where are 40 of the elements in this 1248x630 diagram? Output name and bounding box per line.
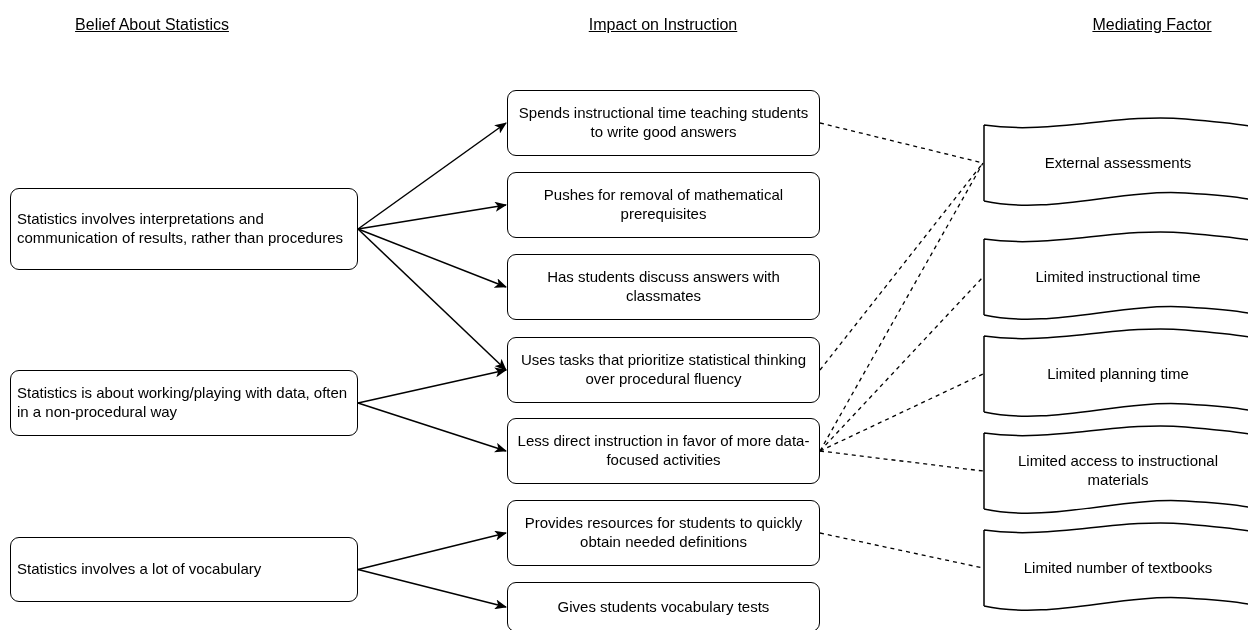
arrow <box>357 201 507 230</box>
node-text: Limited number of textbooks <box>1023 558 1213 578</box>
column-heading: Impact on Instruction <box>588 16 738 34</box>
rounded-box <box>507 418 820 484</box>
rounded-box <box>10 370 358 436</box>
dashed-connector <box>819 373 984 452</box>
arrow <box>357 367 507 404</box>
arrow <box>357 530 507 571</box>
rounded-box <box>507 337 820 403</box>
node-text: Limited planning time <box>1047 364 1189 384</box>
column-heading: Mediating Factor <box>1092 16 1212 34</box>
node-text: Gives students vocabulary tests <box>557 597 770 617</box>
arrow <box>357 122 507 230</box>
dashed-connector <box>819 276 984 452</box>
dashed-connector <box>819 162 984 371</box>
rounded-box <box>10 188 358 270</box>
node-text: Provides resources for students to quickly obtain needed definitions <box>523 514 804 552</box>
rounded-box <box>507 582 820 630</box>
rounded-box <box>507 254 820 320</box>
rounded-box <box>10 537 358 602</box>
dashed-connector <box>819 450 984 472</box>
arrow <box>357 568 507 610</box>
node-text: Pushes for removal of mathematical prerequisites <box>542 186 785 224</box>
arrow <box>357 402 507 453</box>
node-text: Uses tasks that prioritize statistical thinking over procedural fluency <box>519 351 808 389</box>
node-text: External assessments <box>1044 153 1192 173</box>
arrow <box>357 228 507 371</box>
node-text: Less direct instruction in favor of more data-focused activities <box>516 432 811 470</box>
node-text: Statistics involves interpretations and communication of results, rather than procedures <box>17 210 344 248</box>
column-heading: Belief About Statistics <box>75 16 229 34</box>
rounded-box <box>507 500 820 566</box>
rounded-box <box>507 90 820 156</box>
node-text: Limited instructional time <box>1035 267 1201 287</box>
arrow <box>357 228 507 288</box>
node-text: Spends instructional time teaching students to write good answers <box>517 104 810 142</box>
node-text: Statistics involves a lot of vocabulary <box>17 560 262 579</box>
node-text: Has students discuss answers with classmates <box>546 268 781 306</box>
rounded-box <box>507 172 820 238</box>
node-text: Limited access to instructional materials <box>1016 452 1220 490</box>
node-text: Statistics is about working/playing with data, often in a non-procedural way <box>17 384 349 422</box>
